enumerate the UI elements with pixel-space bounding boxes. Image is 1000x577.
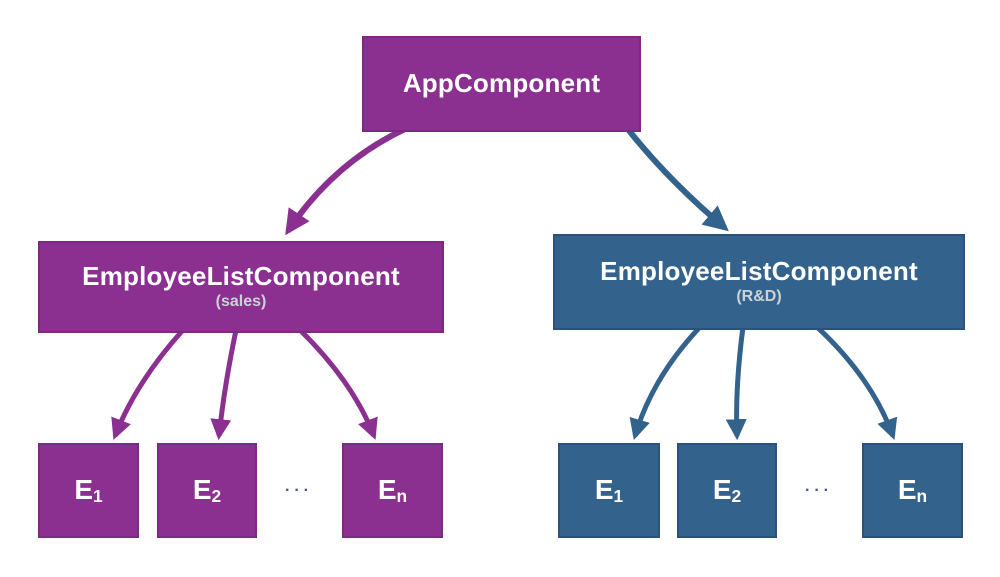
employee-label: E1: [595, 474, 623, 507]
employee-label-sub: n: [396, 486, 408, 507]
employee-label: En: [378, 474, 407, 507]
employee-label: E2: [193, 474, 221, 507]
arrow-sales-to-e2: [210, 329, 239, 441]
arrow-rd-to-e2: [725, 326, 747, 441]
arrow-sales-to-e1: [111, 328, 185, 440]
employee-label-base: E: [712, 473, 732, 505]
sales-ellipsis: ···: [285, 482, 313, 499]
employee-label-sub: 1: [93, 486, 103, 507]
arrow-app-to-sales: [285, 125, 409, 236]
employee-label: E2: [713, 474, 741, 507]
employee-label-sub: 2: [211, 486, 222, 507]
node-rd-employee-n: En: [862, 443, 963, 538]
node-employee-list-sales-label: EmployeeListComponent: [82, 261, 400, 292]
employee-label-sub: n: [916, 486, 928, 507]
employee-label-sub: 2: [731, 486, 742, 507]
node-rd-employee-2: E2: [677, 443, 777, 538]
employee-label-base: E: [74, 473, 94, 505]
node-sales-employee-1: E1: [38, 443, 139, 538]
arrow-rd-to-en: [815, 325, 898, 440]
node-employee-list-sales: EmployeeListComponent (sales): [38, 241, 444, 333]
node-rd-employee-1: E1: [558, 443, 660, 538]
arrow-sales-to-en: [298, 328, 378, 440]
node-employee-list-rd: EmployeeListComponent (R&D): [553, 234, 965, 330]
employee-label-base: E: [377, 473, 397, 505]
arrow-app-to-rd: [624, 126, 729, 232]
employee-label-sub: 1: [613, 486, 624, 507]
employee-label: En: [898, 474, 927, 507]
node-employee-list-rd-sublabel: (R&D): [736, 288, 782, 306]
employee-label-base: E: [594, 473, 614, 505]
arrow-rd-to-e1: [629, 325, 702, 441]
node-sales-employee-2: E2: [157, 443, 257, 538]
node-employee-list-sales-sublabel: (sales): [215, 293, 267, 311]
node-employee-list-rd-label: EmployeeListComponent: [600, 256, 918, 287]
node-sales-employee-n: En: [342, 443, 443, 538]
node-app-component-label: AppComponent: [402, 68, 601, 99]
employee-label: E1: [74, 474, 102, 507]
employee-label-base: E: [192, 473, 212, 505]
node-app-component: AppComponent: [362, 36, 641, 132]
employee-label-base: E: [897, 473, 917, 505]
rd-ellipsis: ···: [805, 482, 833, 499]
